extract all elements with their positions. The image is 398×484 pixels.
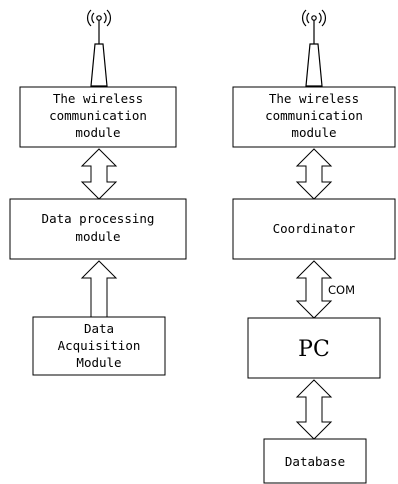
right-bidirectional-arrow-com — [295, 260, 333, 319]
data-processing-module-line2: module — [75, 229, 120, 244]
coordinator-label: Coordinator — [273, 221, 356, 236]
left-bidirectional-arrow — [80, 148, 118, 200]
right-wireless-module-line1: The wireless — [269, 91, 359, 106]
right-bidirectional-arrow-top — [295, 148, 333, 200]
database-label: Database — [285, 454, 345, 469]
left-up-arrow — [80, 260, 118, 317]
right-wireless-module-line2: communication — [265, 108, 363, 123]
left-antenna-icon — [87, 9, 111, 87]
left-wireless-module-line1: The wireless — [53, 91, 143, 106]
pc-label: PC — [298, 337, 330, 362]
coordinator-box — [232, 198, 396, 260]
right-antenna-icon — [302, 9, 326, 87]
left-wireless-module-line2: communication — [49, 108, 147, 123]
database-box — [263, 438, 367, 484]
right-bidirectional-arrow-bottom — [295, 379, 333, 440]
data-acquisition-module-box — [32, 316, 166, 376]
com-label: COM — [328, 283, 355, 297]
right-wireless-module-line3: module — [291, 125, 336, 140]
right-wireless-module-box — [232, 86, 396, 148]
data-acquisition-module-line1: Data — [84, 321, 114, 336]
left-wireless-module-line3: module — [75, 125, 120, 140]
data-acquisition-module-line2: Acquisition — [58, 338, 141, 353]
data-processing-module-box — [9, 198, 187, 260]
data-acquisition-module-line3: Module — [76, 355, 121, 370]
pc-box — [247, 317, 381, 379]
left-wireless-module-box — [19, 86, 177, 148]
data-processing-module-line1: Data processing — [42, 211, 155, 226]
